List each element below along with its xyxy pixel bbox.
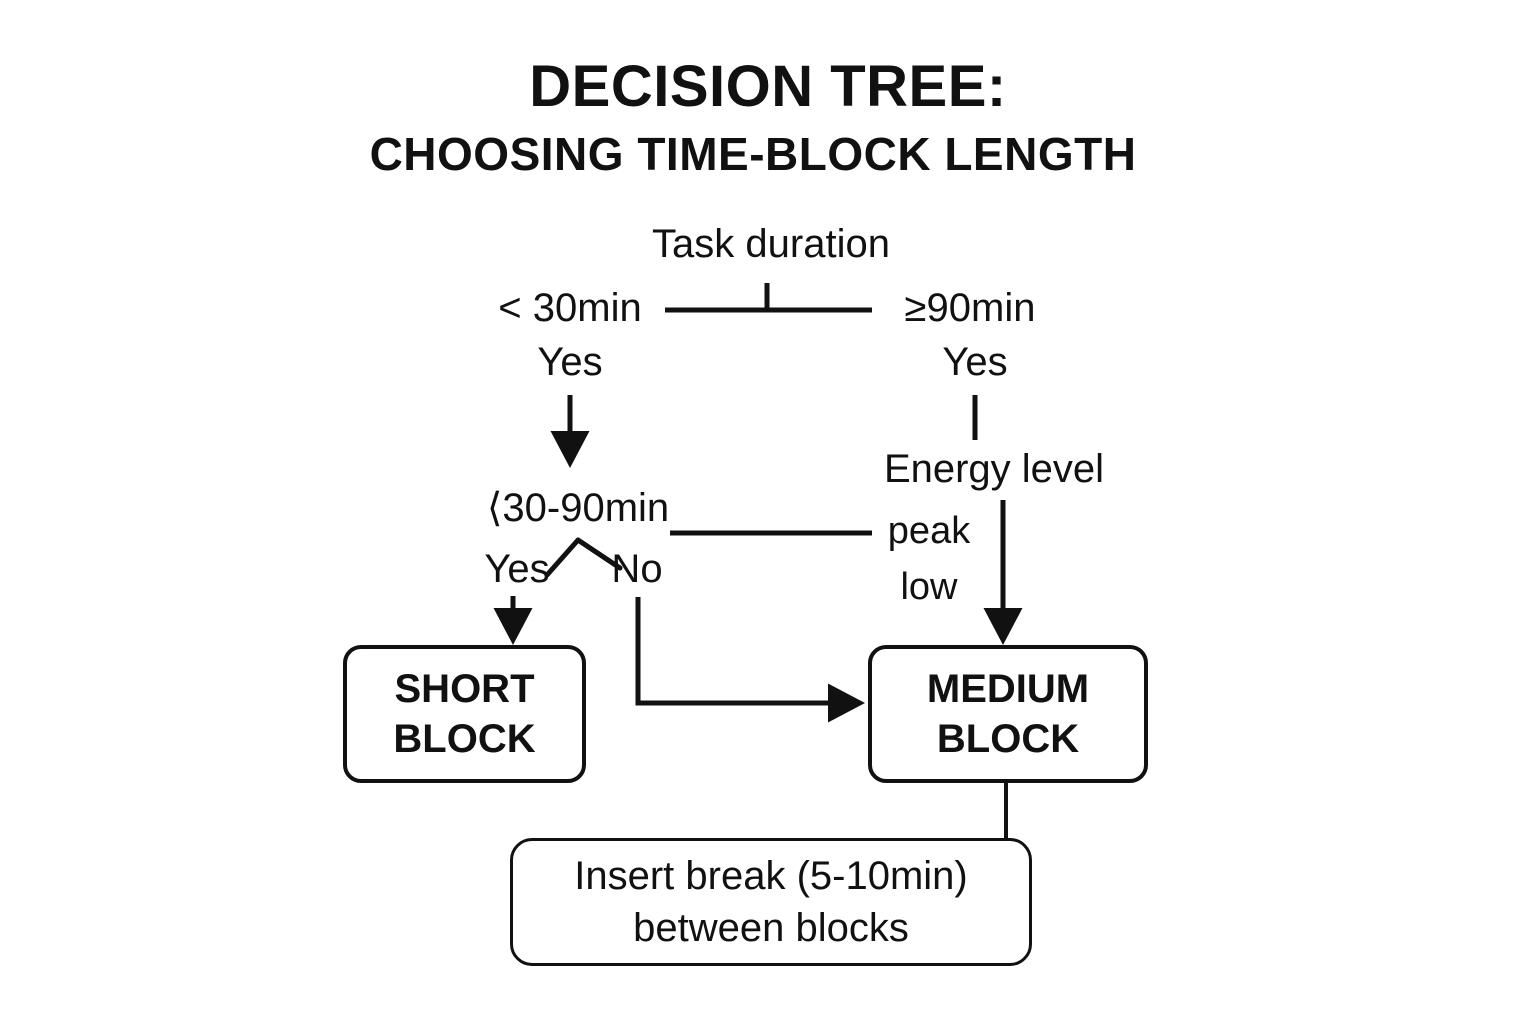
connector-yes-no-split xyxy=(544,537,623,578)
branch-answer-right-yes: Yes xyxy=(942,340,1008,384)
outcome-box-short-block[interactable]: SHORT BLOCK xyxy=(343,645,586,783)
branch-option-low: low xyxy=(900,566,958,608)
page-title-line2: CHOOSING TIME-BLOCK LENGTH xyxy=(369,128,1137,180)
branch-answer-left-yes: Yes xyxy=(537,340,603,384)
branch-condition-over-90min: ≥90min xyxy=(904,286,1036,330)
connector-no-to-medium-block xyxy=(635,597,865,723)
note-box-insert-break[interactable]: Insert break (5-10min) between blocks xyxy=(510,838,1032,966)
medium-block-label: MEDIUM BLOCK xyxy=(926,667,1090,761)
insert-break-label: Insert break (5-10min) between blocks xyxy=(574,854,968,950)
branch-option-peak: peak xyxy=(887,510,971,552)
page-title-line1: DECISION TREE: xyxy=(529,54,1007,119)
branch-answer-yes: Yes xyxy=(484,547,550,591)
outcome-box-medium-block[interactable]: MEDIUM BLOCK xyxy=(868,645,1148,783)
short-block-label: SHORT BLOCK xyxy=(393,667,536,761)
root-node-task-duration: Task duration xyxy=(652,222,890,266)
node-question-energy-level: Energy level xyxy=(883,447,1105,491)
node-question-30-90min: ⟨30-90min xyxy=(486,486,670,530)
branch-condition-under-30min: < 30min xyxy=(498,286,642,330)
